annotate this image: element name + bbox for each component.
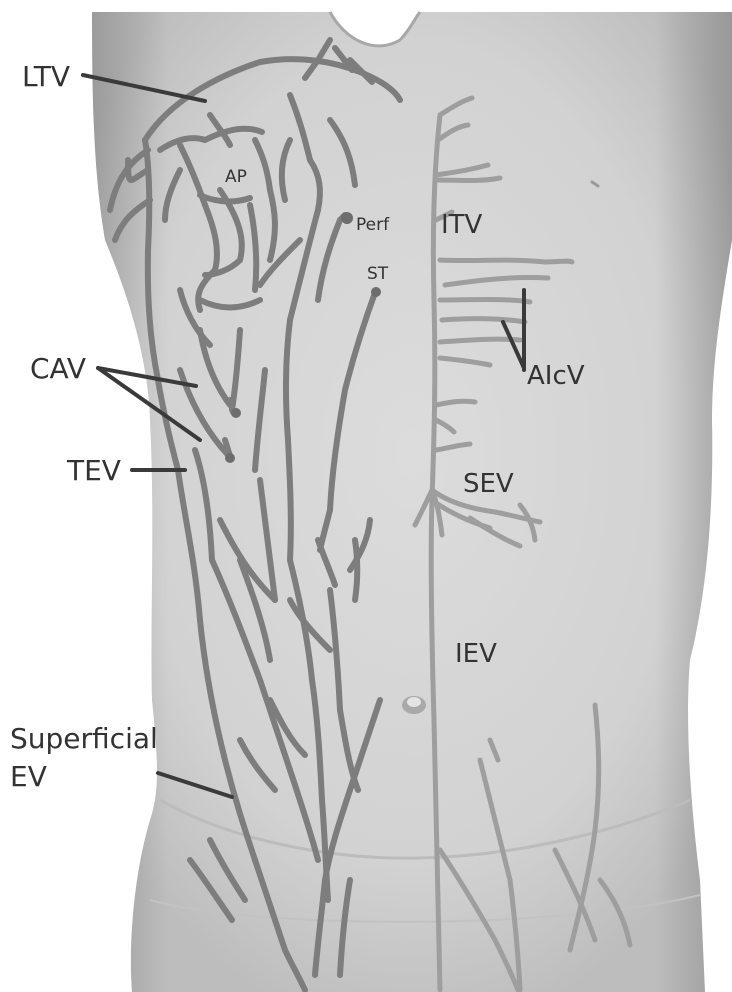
label-cav: CAV xyxy=(30,352,86,385)
label-superficial: Superficial xyxy=(10,722,158,755)
label-itv: ITV xyxy=(441,210,483,240)
label-perf: Perf xyxy=(356,215,390,235)
st-dot xyxy=(371,287,381,297)
cav-dot-lower xyxy=(225,453,235,463)
label-sev: SEV xyxy=(463,469,514,499)
label-superficial-ev: EV xyxy=(10,760,47,793)
label-ap: AP xyxy=(225,167,247,187)
label-aicv: AIcV xyxy=(527,361,585,391)
label-iev: IEV xyxy=(455,639,497,669)
cav-dot-upper xyxy=(231,408,241,418)
label-tev: TEV xyxy=(66,454,121,487)
perf-dot xyxy=(341,212,353,224)
label-st: ST xyxy=(367,264,389,284)
label-ltv: LTV xyxy=(22,60,70,93)
